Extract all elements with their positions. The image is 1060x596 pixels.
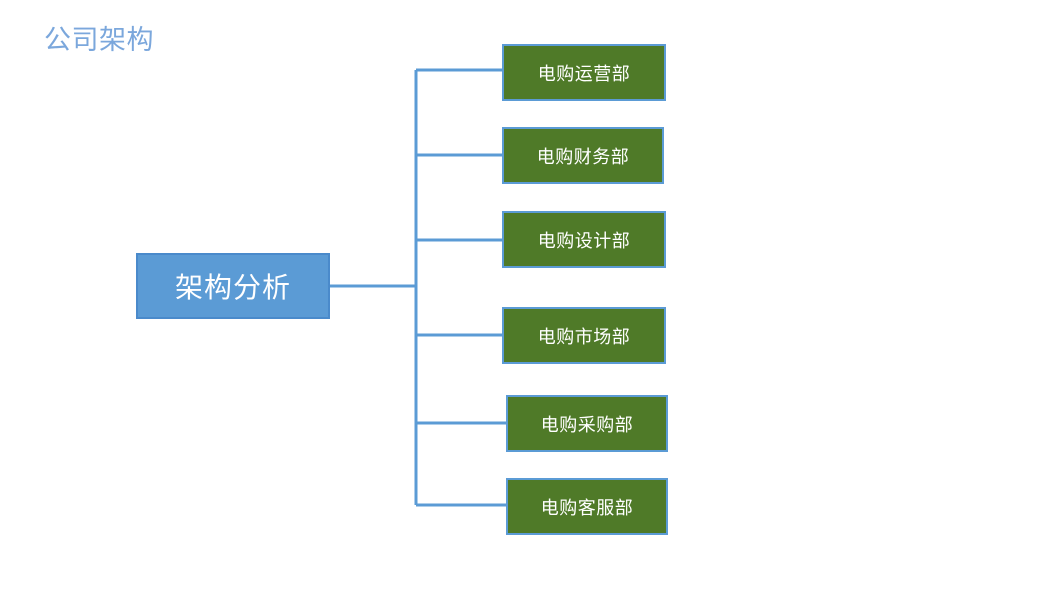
- node-department-3-label: 电购设计部: [537, 230, 631, 252]
- node-department-2-label: 电购财务部: [536, 146, 630, 168]
- node-department-1[interactable]: 电购运营部: [502, 44, 666, 101]
- node-department-5-label: 电购采购部: [540, 414, 634, 436]
- node-root-label: 架构分析: [174, 271, 291, 304]
- node-department-1-label: 电购运营部: [537, 63, 631, 85]
- page-title: 公司架构: [44, 25, 154, 56]
- node-root[interactable]: 架构分析: [136, 253, 330, 319]
- node-department-4[interactable]: 电购市场部: [502, 307, 666, 364]
- node-department-3[interactable]: 电购设计部: [502, 211, 666, 268]
- node-department-5[interactable]: 电购采购部: [506, 395, 668, 452]
- node-department-6[interactable]: 电购客服部: [506, 478, 668, 535]
- node-department-6-label: 电购客服部: [540, 497, 634, 519]
- node-department-4-label: 电购市场部: [537, 326, 631, 348]
- node-department-2[interactable]: 电购财务部: [502, 127, 664, 184]
